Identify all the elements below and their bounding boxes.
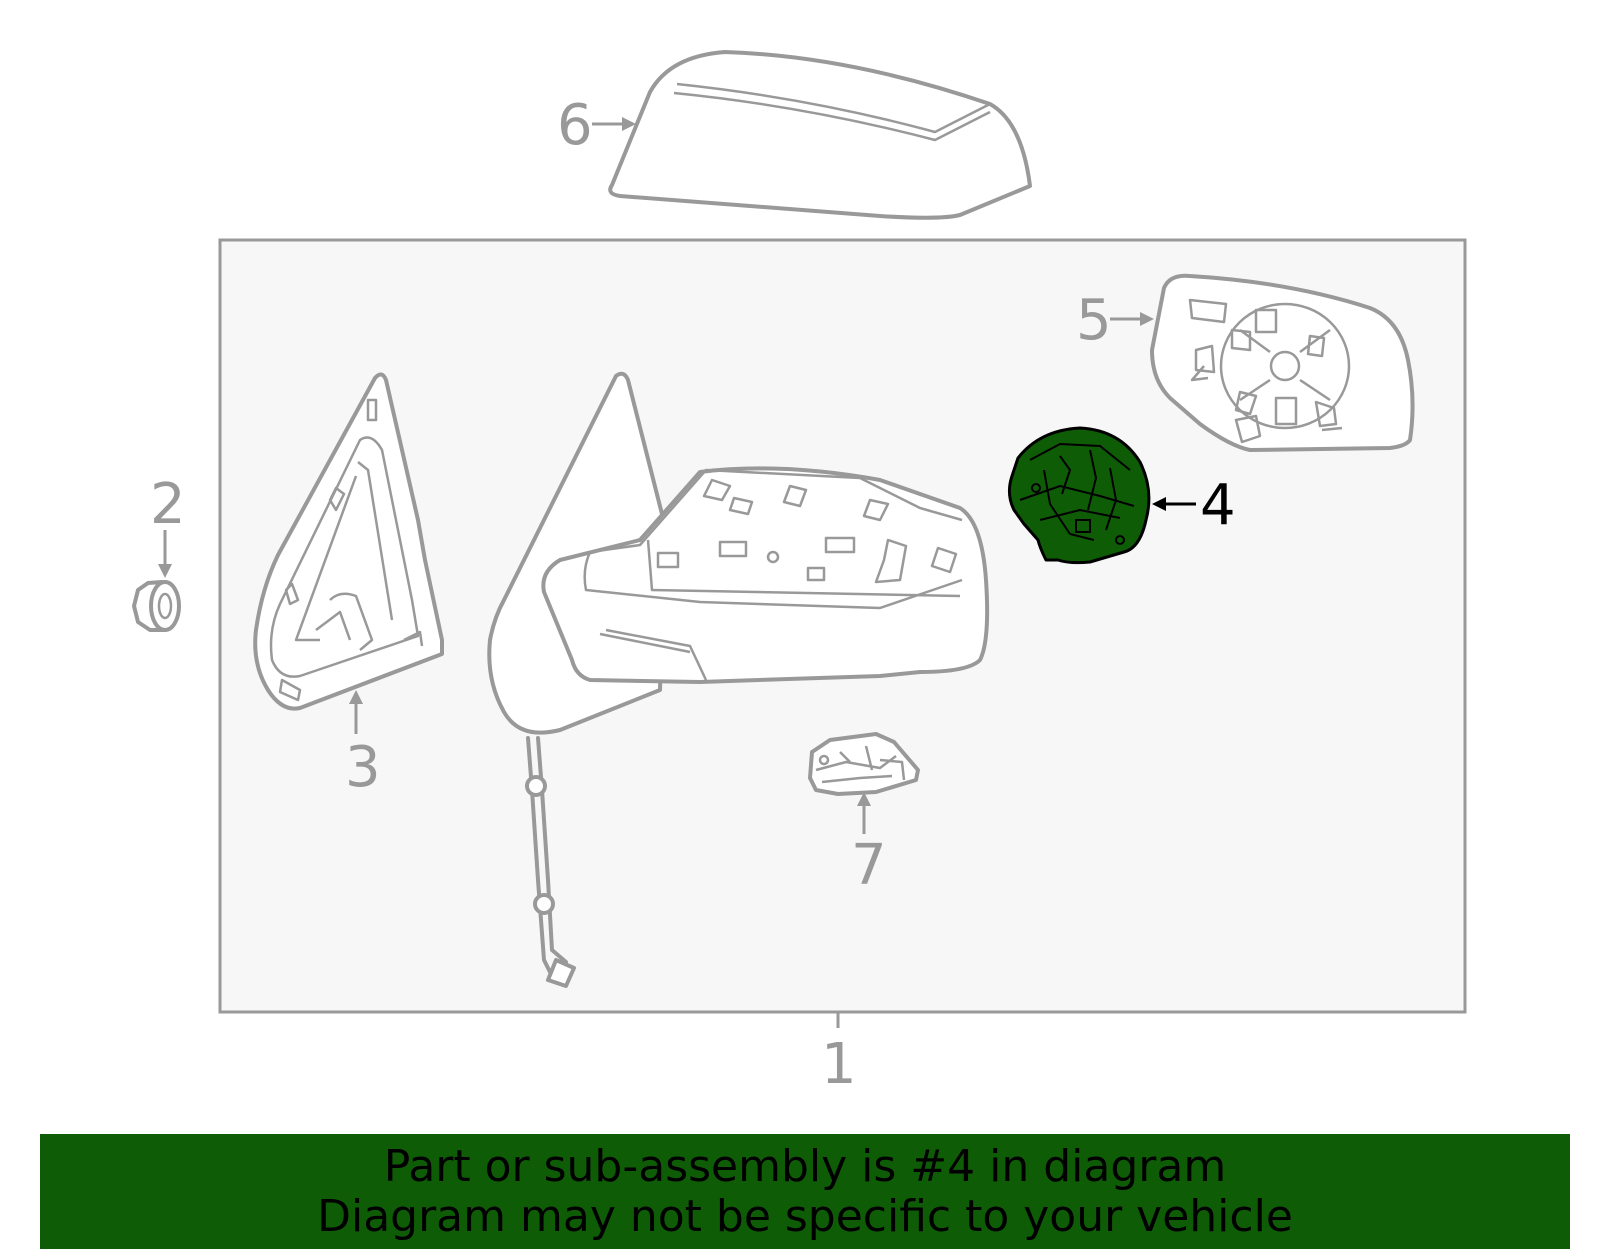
callout-3-arrow bbox=[349, 690, 363, 734]
callout-4-arrow bbox=[1152, 497, 1196, 511]
callout-1[interactable]: 1 bbox=[821, 1032, 857, 1097]
part-4-mirror-actuator[interactable] bbox=[1007, 426, 1151, 565]
mirror-housing-assembly[interactable] bbox=[487, 371, 990, 735]
banner-line-disclaimer: Diagram may not be specific to your vehi… bbox=[317, 1190, 1293, 1242]
part-2-nut[interactable] bbox=[132, 580, 181, 632]
part-5-mirror-glass[interactable] bbox=[1150, 273, 1415, 452]
parts-diagram: 6 2 3 bbox=[132, 50, 1467, 1097]
wiring-harness bbox=[525, 736, 576, 988]
callout-5[interactable]: 5 bbox=[1076, 288, 1112, 353]
callout-7-arrow bbox=[857, 792, 871, 834]
part-6-mirror-cover[interactable] bbox=[608, 50, 1032, 220]
part-3-mirror-base[interactable] bbox=[253, 372, 444, 711]
callout-5-arrow bbox=[1110, 312, 1154, 326]
callout-2[interactable]: 2 bbox=[150, 472, 186, 537]
callout-2-arrow bbox=[158, 530, 172, 578]
callout-3[interactable]: 3 bbox=[345, 735, 381, 800]
info-banner: Part or sub-assembly is #4 in diagram Di… bbox=[40, 1134, 1570, 1249]
part-7-bracket[interactable] bbox=[808, 732, 920, 796]
callout-4[interactable]: 4 bbox=[1200, 473, 1236, 538]
callout-7[interactable]: 7 bbox=[851, 833, 887, 898]
banner-line-part: Part or sub-assembly is #4 in diagram bbox=[383, 1140, 1227, 1192]
callout-6-arrow bbox=[592, 117, 636, 131]
callout-6[interactable]: 6 bbox=[557, 93, 593, 158]
